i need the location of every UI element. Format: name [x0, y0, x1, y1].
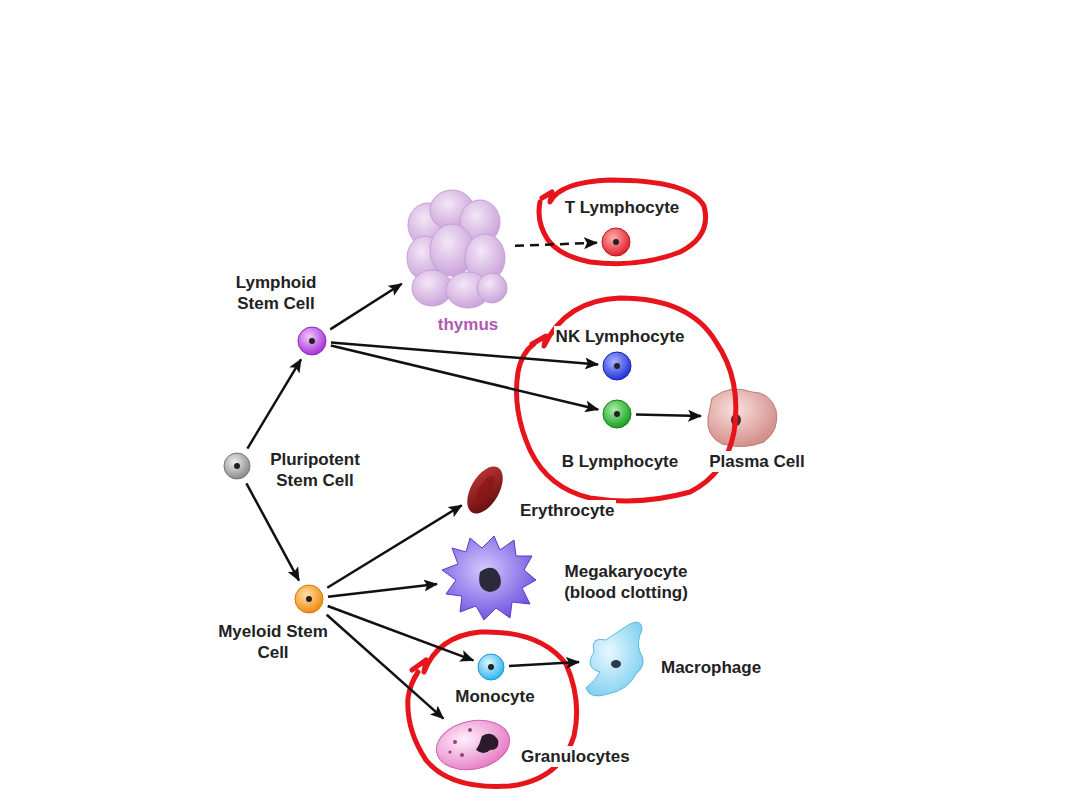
cell-node: B Lymphocyte	[560, 400, 681, 472]
cell-label: Megakaryocyte	[563, 561, 690, 582]
arrow-connector	[331, 346, 598, 410]
cell-node: Monocyte	[453, 654, 536, 707]
highlight-loop	[517, 298, 736, 501]
arrow-connector	[328, 606, 474, 660]
arrow-connector	[509, 662, 579, 666]
cell-node: T Lymphocyte	[563, 197, 682, 256]
cell-area	[603, 352, 631, 380]
cell-label: Pluripotent Stem Cell	[257, 449, 373, 491]
cell-node: Granulocytes	[436, 722, 632, 768]
cell-node: NK Lymphocyte	[554, 326, 687, 380]
cell-node: Macrophage	[584, 620, 763, 700]
cell-area	[602, 228, 630, 256]
cell-node: Erythrocyte	[466, 466, 616, 521]
cell-node: Myeloid Stem Cell	[216, 585, 330, 663]
cell-label: Plasma Cell	[707, 451, 806, 472]
arrow-connector	[246, 483, 299, 580]
arrow-connector	[327, 505, 461, 588]
cell-area	[442, 536, 536, 620]
cell-label: Myeloid Stem Cell	[216, 621, 330, 663]
cell-node: Plasma Cell	[706, 386, 807, 472]
cell-area	[584, 620, 648, 700]
cell-area	[224, 453, 250, 479]
cell-label: Erythrocyte	[518, 500, 616, 521]
cell-node: Lymphoid Stem Cell	[219, 272, 333, 355]
arrow-connector	[328, 584, 437, 597]
arrow-connector	[247, 359, 301, 448]
cell-node: thymus	[406, 188, 510, 335]
cell-area	[298, 327, 326, 355]
cell-label: Lymphoid Stem Cell	[219, 272, 333, 314]
cell-label: NK Lymphocyte	[554, 326, 687, 347]
cell-label: (blood clotting)	[562, 582, 690, 603]
cell-area	[603, 400, 631, 428]
cell-area	[478, 654, 504, 680]
cell-label: Granulocytes	[519, 746, 632, 767]
cell-area	[466, 466, 504, 516]
cell-node: Pluripotent Stem Cell	[224, 449, 373, 491]
cell-area	[436, 722, 510, 768]
cell-area	[406, 188, 510, 308]
arrow-connector	[330, 284, 402, 330]
highlight-loop	[539, 180, 706, 264]
arrow-connector	[327, 615, 444, 719]
arrow-connector	[636, 414, 701, 416]
cell-label: T Lymphocyte	[563, 197, 682, 218]
cell-label: B Lymphocyte	[560, 451, 681, 472]
cell-label: thymus	[436, 314, 500, 335]
cell-label: Macrophage	[659, 657, 763, 678]
cell-node: Megakaryocyte(blood clotting)	[442, 536, 690, 620]
cell-area	[295, 585, 323, 613]
arrow-connector	[515, 243, 597, 246]
cell-area	[706, 386, 780, 448]
cell-label: Monocyte	[453, 686, 536, 707]
